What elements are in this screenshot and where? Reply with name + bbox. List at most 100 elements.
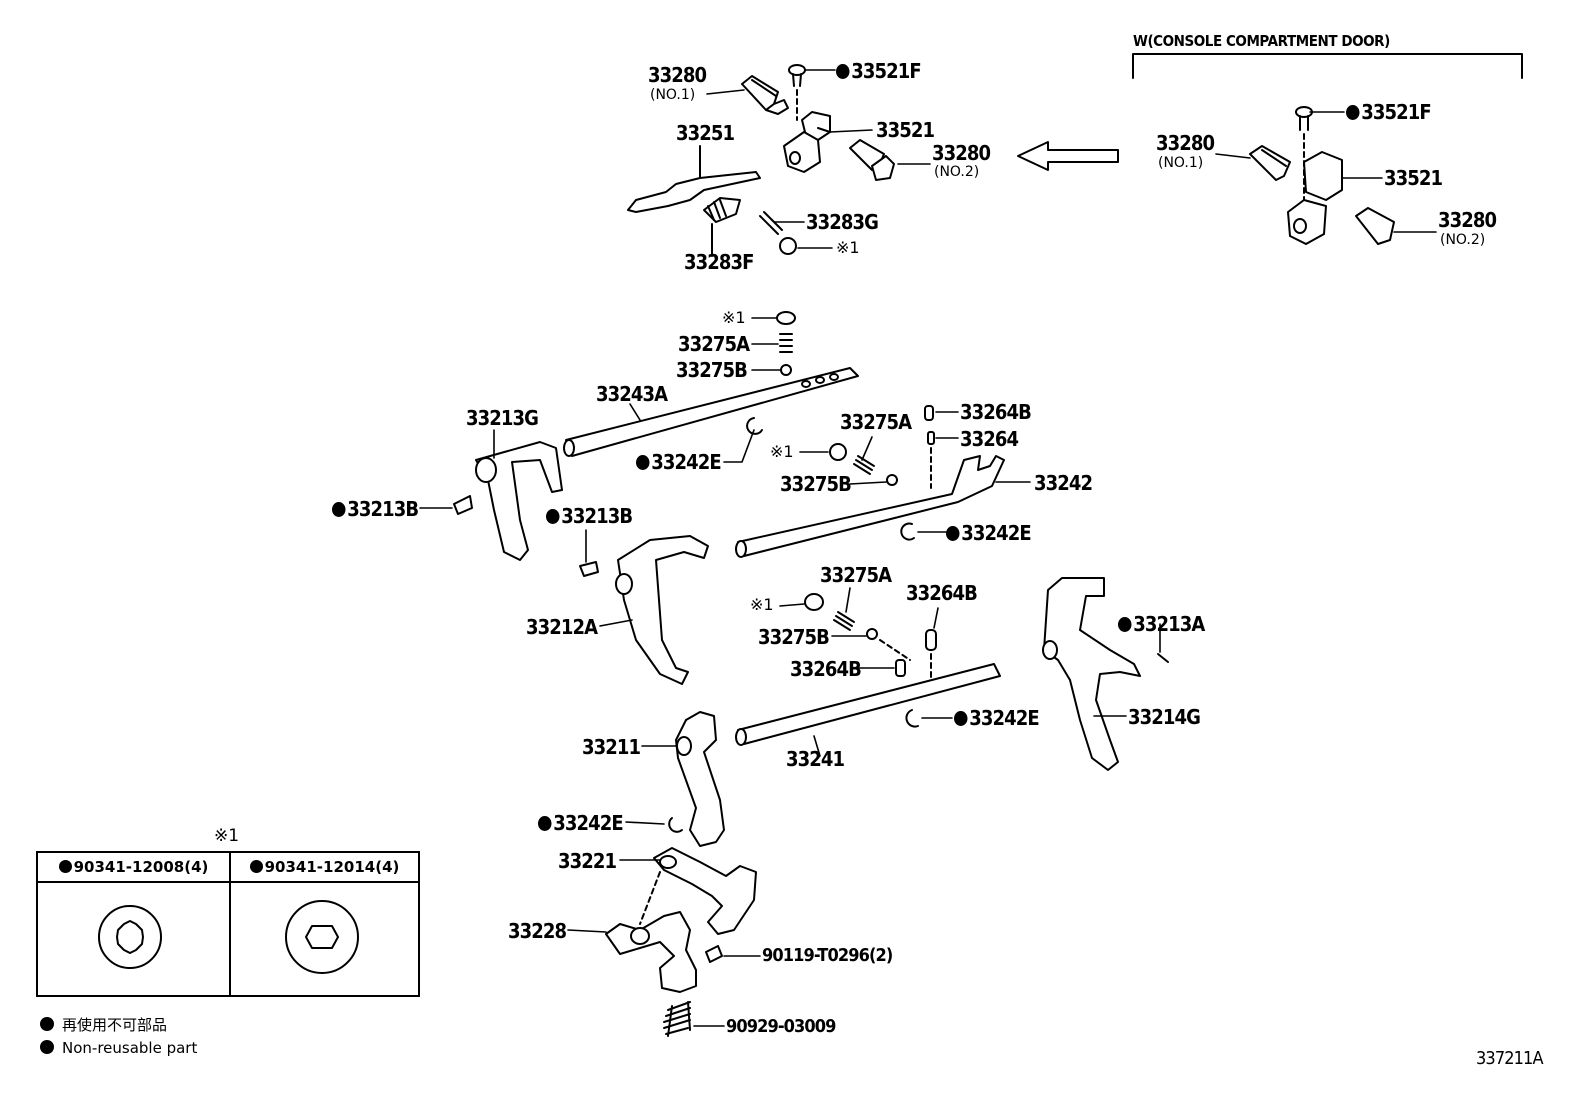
part-ref1-plug-mid [829, 443, 847, 461]
label-90119[interactable]: 90119-T0296(2) [762, 945, 893, 966]
label-33264B-mid[interactable]: 33264B [906, 581, 978, 605]
label-33283F[interactable]: 33283F [684, 250, 754, 274]
part-90929-spring [663, 1001, 691, 1037]
legend-col-2-part: 90341-12014(4) [264, 858, 400, 876]
label-33228[interactable]: 33228 [508, 919, 567, 943]
label-33242E-d[interactable]: 33242E [538, 811, 624, 835]
part-33211-lever [675, 711, 725, 847]
label-variant-33521F[interactable]: 33521F [1346, 100, 1432, 124]
label-variant-33521[interactable]: 33521 [1384, 166, 1443, 190]
part-33275B-ball-low [866, 628, 911, 661]
note-text: 再使用不可部品 [62, 1016, 168, 1034]
part-90119-bolt [705, 945, 723, 963]
label-33213B-mid[interactable]: 33213B [546, 506, 633, 526]
label-33275B-low[interactable]: 33275B [758, 625, 830, 649]
reference-arrow [1017, 141, 1119, 171]
part-33275A-spring-mid [853, 455, 875, 475]
label-33521[interactable]: 33521 [876, 118, 935, 142]
non-reusable-dot-icon [946, 526, 960, 541]
label-text: 33242E [961, 521, 1031, 545]
label-33275B-top[interactable]: 33275B [676, 358, 748, 382]
part-33280-no1-plug [741, 75, 789, 115]
part-variant-33521 [1287, 151, 1343, 245]
part-33243A-shaft [563, 367, 859, 457]
label-33275A-top[interactable]: 33275A [678, 332, 750, 356]
part-33241-shaft [735, 663, 1001, 746]
part-ref1-plug-mid-top [776, 311, 796, 325]
label-33242[interactable]: 33242 [1034, 471, 1093, 495]
legend-bolt-hex [285, 900, 359, 974]
part-33242-shaft [735, 455, 1005, 558]
label-ref1-d: ※1 [750, 595, 774, 614]
label-33275B-mid[interactable]: 33275B [780, 472, 852, 496]
figure-id: 337211A [1476, 1048, 1544, 1069]
part-33212A-fork [615, 535, 709, 685]
part-variant-33280-no1 [1249, 145, 1291, 181]
legend-col-2-header[interactable]: 90341-12014(4) [231, 853, 418, 883]
label-33221[interactable]: 33221 [558, 849, 617, 873]
part-ref1-plug-low [804, 593, 824, 611]
non-reusable-dot-icon [1346, 105, 1360, 120]
non-reusable-dot-icon [954, 711, 968, 726]
label-33275A-low[interactable]: 33275A [820, 563, 892, 587]
legend-col-1-header[interactable]: 90341-12008(4) [38, 853, 229, 883]
part-33213B-bolt-mid [579, 561, 599, 577]
label-33243A[interactable]: 33243A [596, 382, 668, 406]
variant-bracket [1132, 53, 1523, 79]
label-90929[interactable]: 90929-03009 [726, 1016, 836, 1037]
label-33521F[interactable]: 33521F [836, 61, 922, 81]
label-33242E-b[interactable]: 33242E [946, 521, 1032, 545]
label-33280-no1-sub: (NO.1) [650, 87, 696, 103]
leader-lines [419, 69, 1437, 1027]
label-33213A[interactable]: 33213A [1118, 612, 1205, 636]
part-33283G-pin [759, 211, 783, 235]
legend-col-1: 90341-12008(4) [38, 853, 231, 995]
part-33251-lever [627, 145, 761, 213]
label-text: 33521F [1361, 100, 1431, 124]
note-non-reusable-jp: 再使用不可部品 [40, 1014, 167, 1035]
label-variant-33280-no2[interactable]: 33280 [1438, 208, 1497, 232]
non-reusable-dot-icon [332, 502, 346, 517]
part-33228-bracket [605, 911, 697, 993]
legend-bolt-torx [98, 905, 162, 969]
part-33275A-spring-top [779, 333, 793, 353]
label-33242E-a[interactable]: 33242E [636, 452, 722, 472]
label-33280-no2[interactable]: 33280 [932, 141, 991, 165]
part-33213B-bolt-left [453, 495, 473, 515]
label-33242E-c[interactable]: 33242E [954, 708, 1040, 728]
part-33521-head [783, 111, 831, 173]
non-reusable-dot-icon [1118, 617, 1132, 632]
label-33280-no1[interactable]: 33280 [648, 63, 707, 87]
label-33241[interactable]: 33241 [786, 747, 845, 771]
part-33214G-fork [1042, 577, 1141, 771]
label-33213G[interactable]: 33213G [466, 406, 539, 430]
label-33264B-top[interactable]: 33264B [960, 400, 1032, 424]
legend-col-1-part: 90341-12008(4) [73, 858, 209, 876]
non-reusable-dot-icon [636, 455, 650, 470]
label-33283G[interactable]: 33283G [806, 210, 879, 234]
label-33212A[interactable]: 33212A [526, 615, 598, 639]
label-33214G[interactable]: 33214G [1128, 705, 1201, 729]
label-33211[interactable]: 33211 [582, 735, 641, 759]
part-33242E-clip-d [668, 817, 683, 833]
label-variant-33280-no1[interactable]: 33280 [1156, 131, 1215, 155]
label-variant-33280-no1-sub: (NO.1) [1158, 155, 1204, 171]
part-variant-33280-no2 [1355, 207, 1395, 245]
part-33213A-pin [1157, 653, 1169, 663]
legend-marker: ※1 [214, 826, 240, 846]
label-text: 33213A [1133, 612, 1205, 636]
label-33251[interactable]: 33251 [676, 121, 735, 145]
label-33264B-low[interactable]: 33264B [790, 657, 862, 681]
part-33275A-spring-low [833, 611, 855, 631]
label-33264[interactable]: 33264 [960, 427, 1019, 451]
note-non-reusable-en: Non-reusable part [40, 1039, 197, 1057]
note-text: Non-reusable part [62, 1039, 198, 1057]
label-33275A-mid[interactable]: 33275A [840, 410, 912, 434]
part-33264-pin [927, 431, 935, 489]
label-variant-33280-no2-sub: (NO.2) [1440, 232, 1486, 248]
part-33264B-pin-mid [925, 629, 937, 681]
label-text: 33242E [553, 811, 623, 835]
non-reusable-dot-icon [40, 1040, 54, 1054]
label-33213B-left[interactable]: 33213B [332, 499, 419, 519]
